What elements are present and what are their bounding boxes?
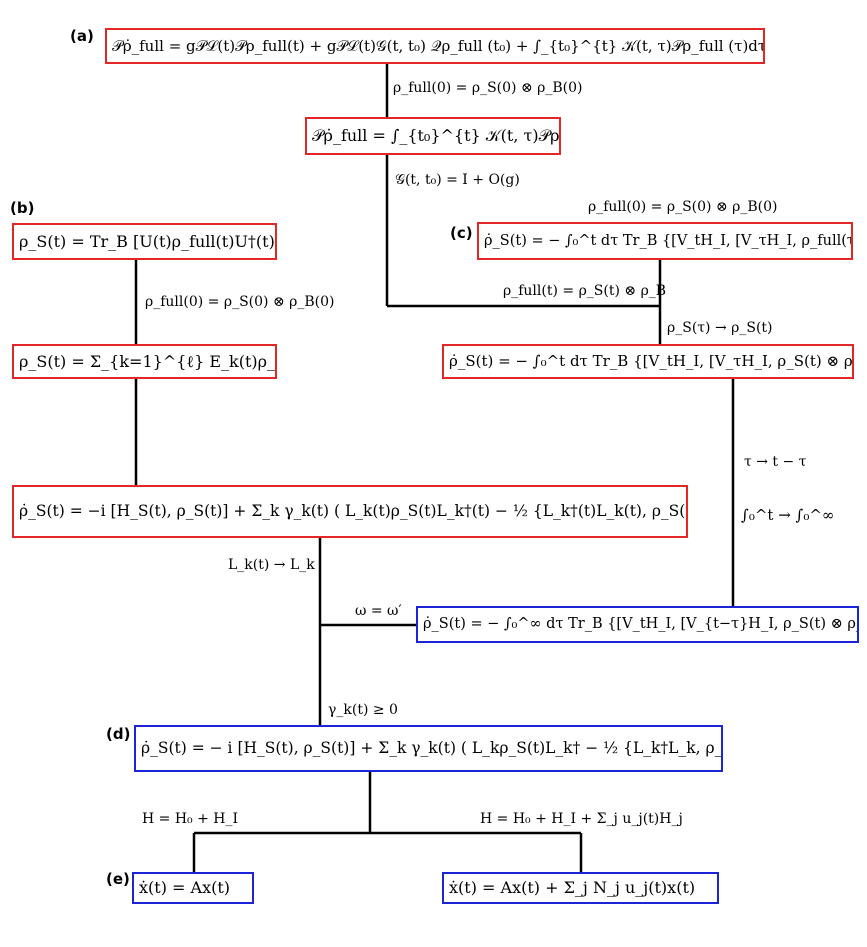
panel-tag-b: (b) [10, 199, 35, 217]
label-initial-condition-b: ρ_full(0) = ρ_S(0) ⊗ ρ_B(0) [145, 294, 335, 310]
equation-markov: ρ̇_S(t) = − ∫₀^∞ dτ Tr_B {[V_tH_I, [V_{t… [416, 606, 859, 643]
panel-tag-d: (d) [106, 725, 131, 743]
label-integral-limit: ∫₀^t → ∫₀^∞ [741, 506, 835, 524]
label-initial-condition-c: ρ_full(0) = ρ_S(0) ⊗ ρ_B(0) [588, 199, 778, 215]
label-control-hamiltonian: H = H₀ + H_I + Σ_j u_j(t)H_j [480, 811, 683, 827]
label-tau-substitution: τ → t − τ [744, 454, 807, 470]
label-born-approximation: ρ_full(t) = ρ_S(t) ⊗ ρ_B [503, 283, 667, 299]
equation-c-local: ρ̇_S(t) = − ∫₀^t dτ Tr_B {[V_tH_I, [V_τH… [442, 344, 854, 379]
equation-b-trace: ρ_S(t) = Tr_B [U(t)ρ_full(t)U†(t)] [12, 223, 277, 260]
equation-d-lindblad: ρ̇_S(t) = − i [H_S(t), ρ_S(t)] + Σ_k γ_k… [134, 725, 723, 772]
label-initial-condition-a: ρ_full(0) = ρ_S(0) ⊗ ρ_B(0) [393, 80, 583, 96]
equation-e-linear: ẋ(t) = Ax(t) [132, 872, 254, 904]
equation-a-reduced: 𝒫ρ̇_full = ∫_{t₀}^{t} 𝒦(t, τ)𝒫ρ_full(τ)d… [305, 117, 561, 155]
equation-a-full: 𝒫ρ̇_full = g𝒫ℒ(t)𝒫ρ_full(t) + g𝒫ℒ(t)𝒢(t,… [105, 28, 765, 64]
label-propagator-expansion: 𝒢(t, t₀) = I + O(g) [395, 172, 520, 188]
label-time-local: ρ_S(τ) → ρ_S(t) [667, 320, 773, 336]
equation-b-kraus: ρ_S(t) = Σ_{k=1}^{ℓ} E_k(t)ρ_S(0)E_k†(t) [12, 344, 277, 379]
equation-c-born: ρ̇_S(t) = − ∫₀^t dτ Tr_B {[V_tH_I, [V_τH… [477, 222, 853, 260]
panel-tag-c: (c) [450, 224, 473, 242]
equation-e-bilinear: ẋ(t) = Ax(t) + Σ_j N_j u_j(t)x(t) [442, 872, 719, 904]
label-drift-hamiltonian: H = H₀ + H_I [142, 811, 239, 827]
panel-tag-a: (a) [70, 27, 94, 45]
equation-time-dependent-lindblad: ρ̇_S(t) = −i [H_S(t), ρ_S(t)] + Σ_k γ_k(… [12, 485, 688, 538]
label-frequency-matching: ω = ω′ [355, 603, 402, 619]
panel-tag-e: (e) [106, 870, 130, 888]
label-time-independent-operators: L_k(t) → L_k [228, 557, 315, 573]
label-positive-rates: γ_k(t) ≥ 0 [328, 702, 398, 718]
